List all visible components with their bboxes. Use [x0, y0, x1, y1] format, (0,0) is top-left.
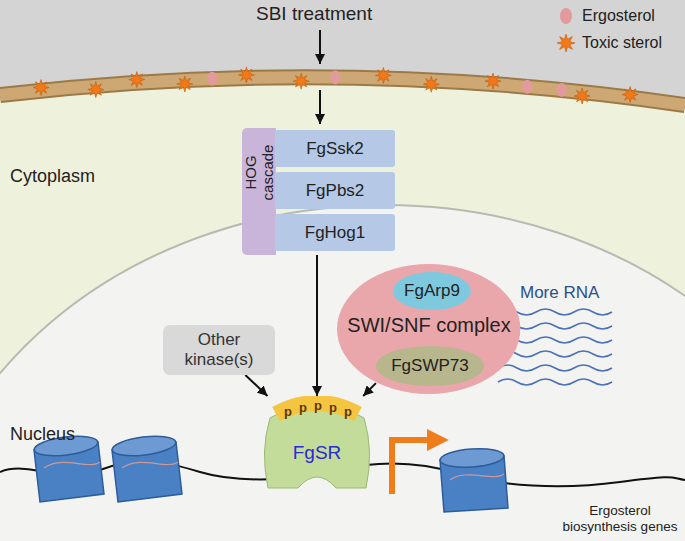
kinase-box: FgSsk2: [275, 130, 395, 167]
signal-arrow: [319, 90, 321, 124]
node-label: FgSsk2: [306, 139, 364, 159]
phospho-mark: p: [314, 399, 322, 414]
signal-connector: [363, 383, 376, 396]
node-label: FgSR: [293, 442, 342, 464]
kinase-box: FgHog1: [275, 214, 395, 251]
treatment-arrow: [319, 30, 321, 64]
text-label: Cytoplasm: [10, 166, 95, 187]
protein-ellipse: FgArp9: [392, 271, 472, 311]
node-label: FgArp9: [404, 281, 460, 301]
legend-star: [557, 34, 575, 52]
node-label: FgPbs2: [306, 181, 365, 201]
protein-ellipse: FgSWP73: [375, 345, 485, 387]
phospho-mark: p: [299, 401, 307, 416]
node-label: FgHog1: [305, 223, 365, 243]
node-label: SWI/SNF complex: [347, 314, 510, 337]
signal-connector: [245, 375, 267, 396]
membrane: [0, 77, 685, 105]
phospho-mark: p: [284, 405, 292, 420]
legend-swatch: [560, 8, 572, 24]
cascade-label: HOG cascade: [243, 136, 276, 208]
phospho-mark: p: [329, 401, 337, 416]
signal-connector: [316, 255, 318, 396]
kinase-box: FgPbs2: [275, 172, 395, 209]
legend-text: Toxic sterol: [582, 34, 662, 52]
node-label: FgSWP73: [391, 356, 468, 376]
text-label: SBI treatment: [256, 3, 372, 25]
phospho-mark: p: [344, 405, 352, 420]
membrane-edge: [0, 77, 685, 105]
transcription-arrow: [392, 440, 440, 494]
text-label: More RNA: [520, 283, 599, 303]
nucleosome: [439, 447, 508, 512]
legend-text: Ergosterol: [582, 7, 655, 25]
complex-ellipse: SWI/SNF complex FgArp9FgSWP73: [336, 263, 521, 395]
nucleosome: [111, 433, 182, 502]
membrane-sterols: [33, 67, 638, 104]
text-label: Nucleus: [10, 424, 75, 445]
kinase-box: Other kinase(s): [163, 325, 275, 375]
text-label: Ergosterol biosynthesis genes: [558, 503, 682, 534]
node-label: Other kinase(s): [174, 330, 264, 369]
hog-cascade: HOG cascade FgSsk2FgPbs2FgHog1: [242, 128, 397, 255]
nucleus: [0, 205, 685, 541]
